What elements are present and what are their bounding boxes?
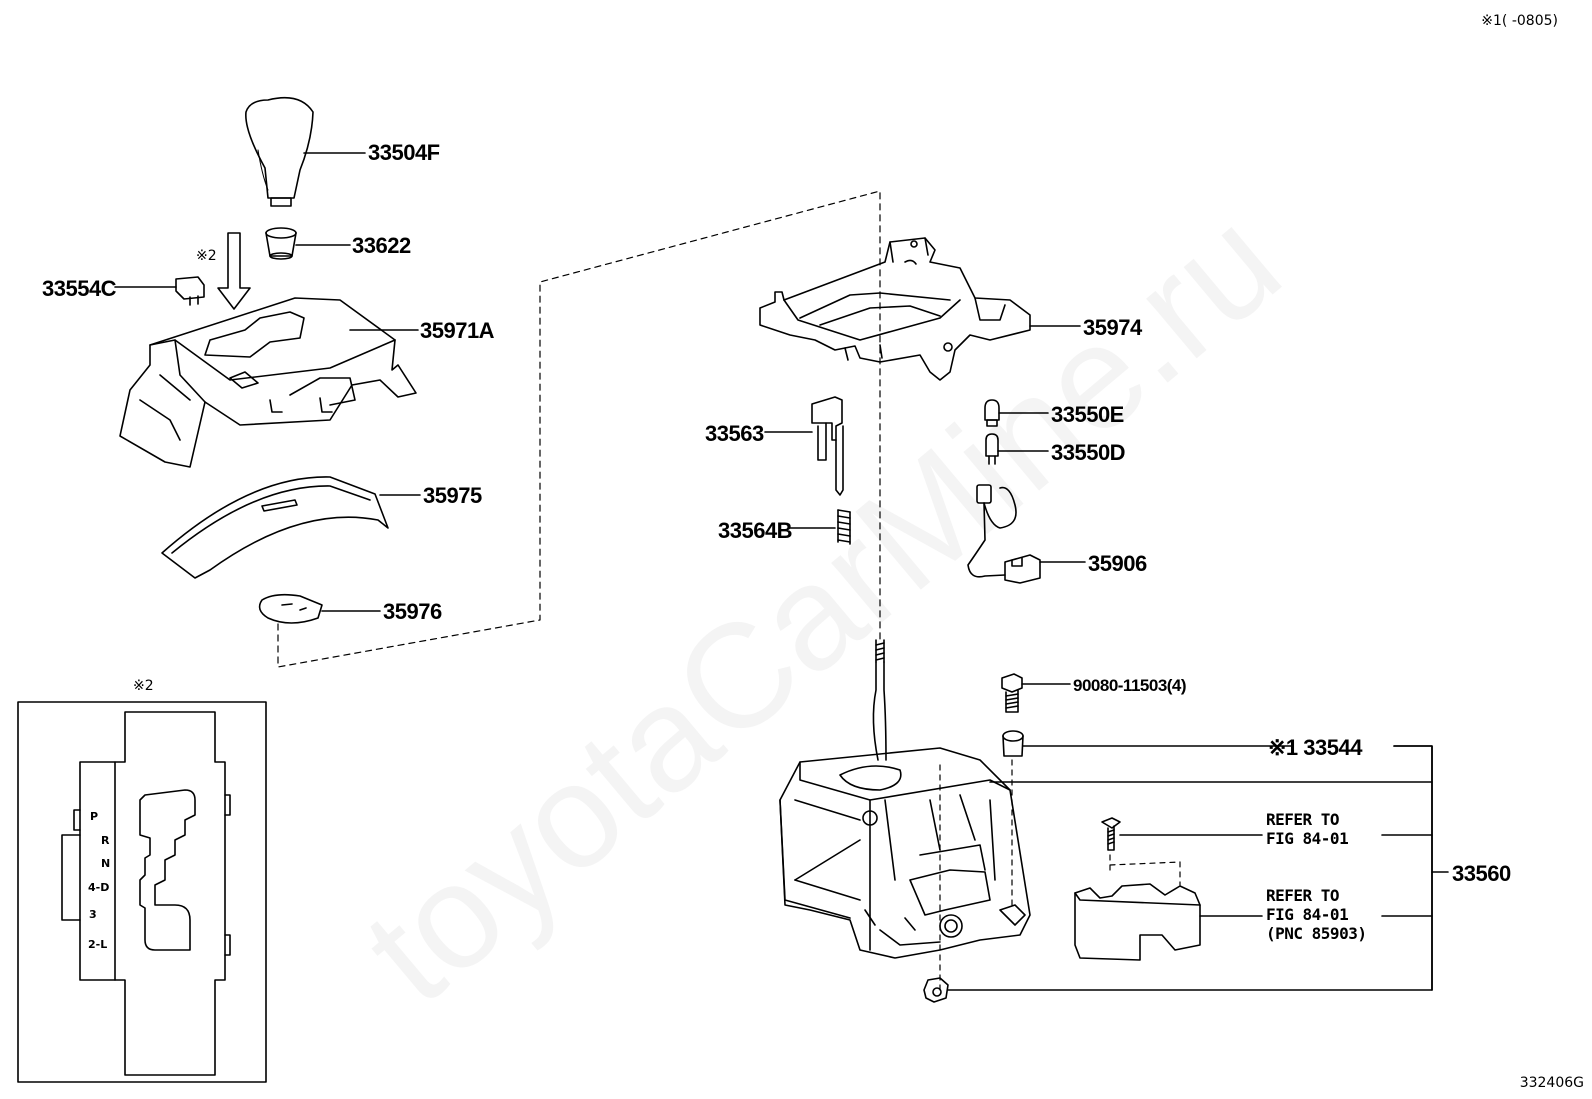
refer-fig-84-01-pnc-label[interactable]: REFER TO FIG 84-01 (PNC 85903) <box>1266 886 1367 943</box>
nut-drawing <box>923 977 949 1003</box>
lock-pin-drawing <box>811 396 844 496</box>
part-label-33563[interactable]: 33563 <box>705 421 764 446</box>
part-label-90080-11503[interactable]: 90080-11503(4) <box>1073 676 1187 695</box>
refer-fig-84-01-label[interactable]: REFER TO FIG 84-01 <box>1266 810 1349 848</box>
shift-base-drawing <box>779 747 1031 959</box>
part-label-35975[interactable]: 35975 <box>423 483 482 508</box>
part-label-35976[interactable]: 35976 <box>383 599 442 624</box>
corner-note: ※1( -0805) <box>1481 13 1558 29</box>
bulb-d-drawing <box>985 433 999 465</box>
cover-drawing <box>258 593 323 624</box>
bushing-drawing <box>265 227 297 260</box>
shift-position-4d: 4-D <box>88 881 110 894</box>
bulb-e-drawing <box>984 399 1000 427</box>
wire-harness-drawing <box>967 484 1041 584</box>
shift-position-r: R <box>101 834 110 847</box>
slide-plate-drawing <box>161 476 389 579</box>
indicator-block-drawing <box>1074 883 1201 961</box>
diagram-code: 332406G <box>1519 1075 1584 1091</box>
arrow-note: ※2 <box>196 248 217 264</box>
shift-position-3: 3 <box>89 908 97 921</box>
shift-knob-drawing <box>245 96 314 207</box>
install-arrow <box>217 232 251 310</box>
part-label-33622[interactable]: 33622 <box>352 233 411 258</box>
part-label-33554C[interactable]: 33554C <box>42 276 117 301</box>
shift-position-n: N <box>101 857 111 870</box>
part-label-33544[interactable]: ※1 33544 <box>1268 735 1362 760</box>
part-label-33560[interactable]: 33560 <box>1452 861 1511 886</box>
indicator-housing-drawing <box>119 297 417 468</box>
part-label-33564B[interactable]: 33564B <box>718 518 793 543</box>
gate-note: ※2 <box>133 678 154 694</box>
screw-drawing <box>1101 817 1121 851</box>
part-label-33550E[interactable]: 33550E <box>1051 402 1124 427</box>
bolt-drawing <box>1001 673 1023 713</box>
part-label-35974[interactable]: 35974 <box>1083 315 1142 340</box>
spring-drawing <box>837 509 851 545</box>
shift-gate-drawing <box>17 701 267 1083</box>
part-label-33550D[interactable]: 33550D <box>1051 440 1126 465</box>
part-label-35906[interactable]: 35906 <box>1088 551 1147 576</box>
shift-lever-drawing <box>872 639 887 761</box>
clip-drawing <box>175 276 205 306</box>
part-label-35971A[interactable]: 35971A <box>420 318 495 343</box>
part-label-33504F[interactable]: 33504F <box>368 140 440 165</box>
upper-bracket-drawing <box>759 237 1031 381</box>
shift-position-p: P <box>90 810 99 823</box>
collar-drawing <box>1002 730 1024 757</box>
shift-position-2l: 2-L <box>88 938 108 951</box>
